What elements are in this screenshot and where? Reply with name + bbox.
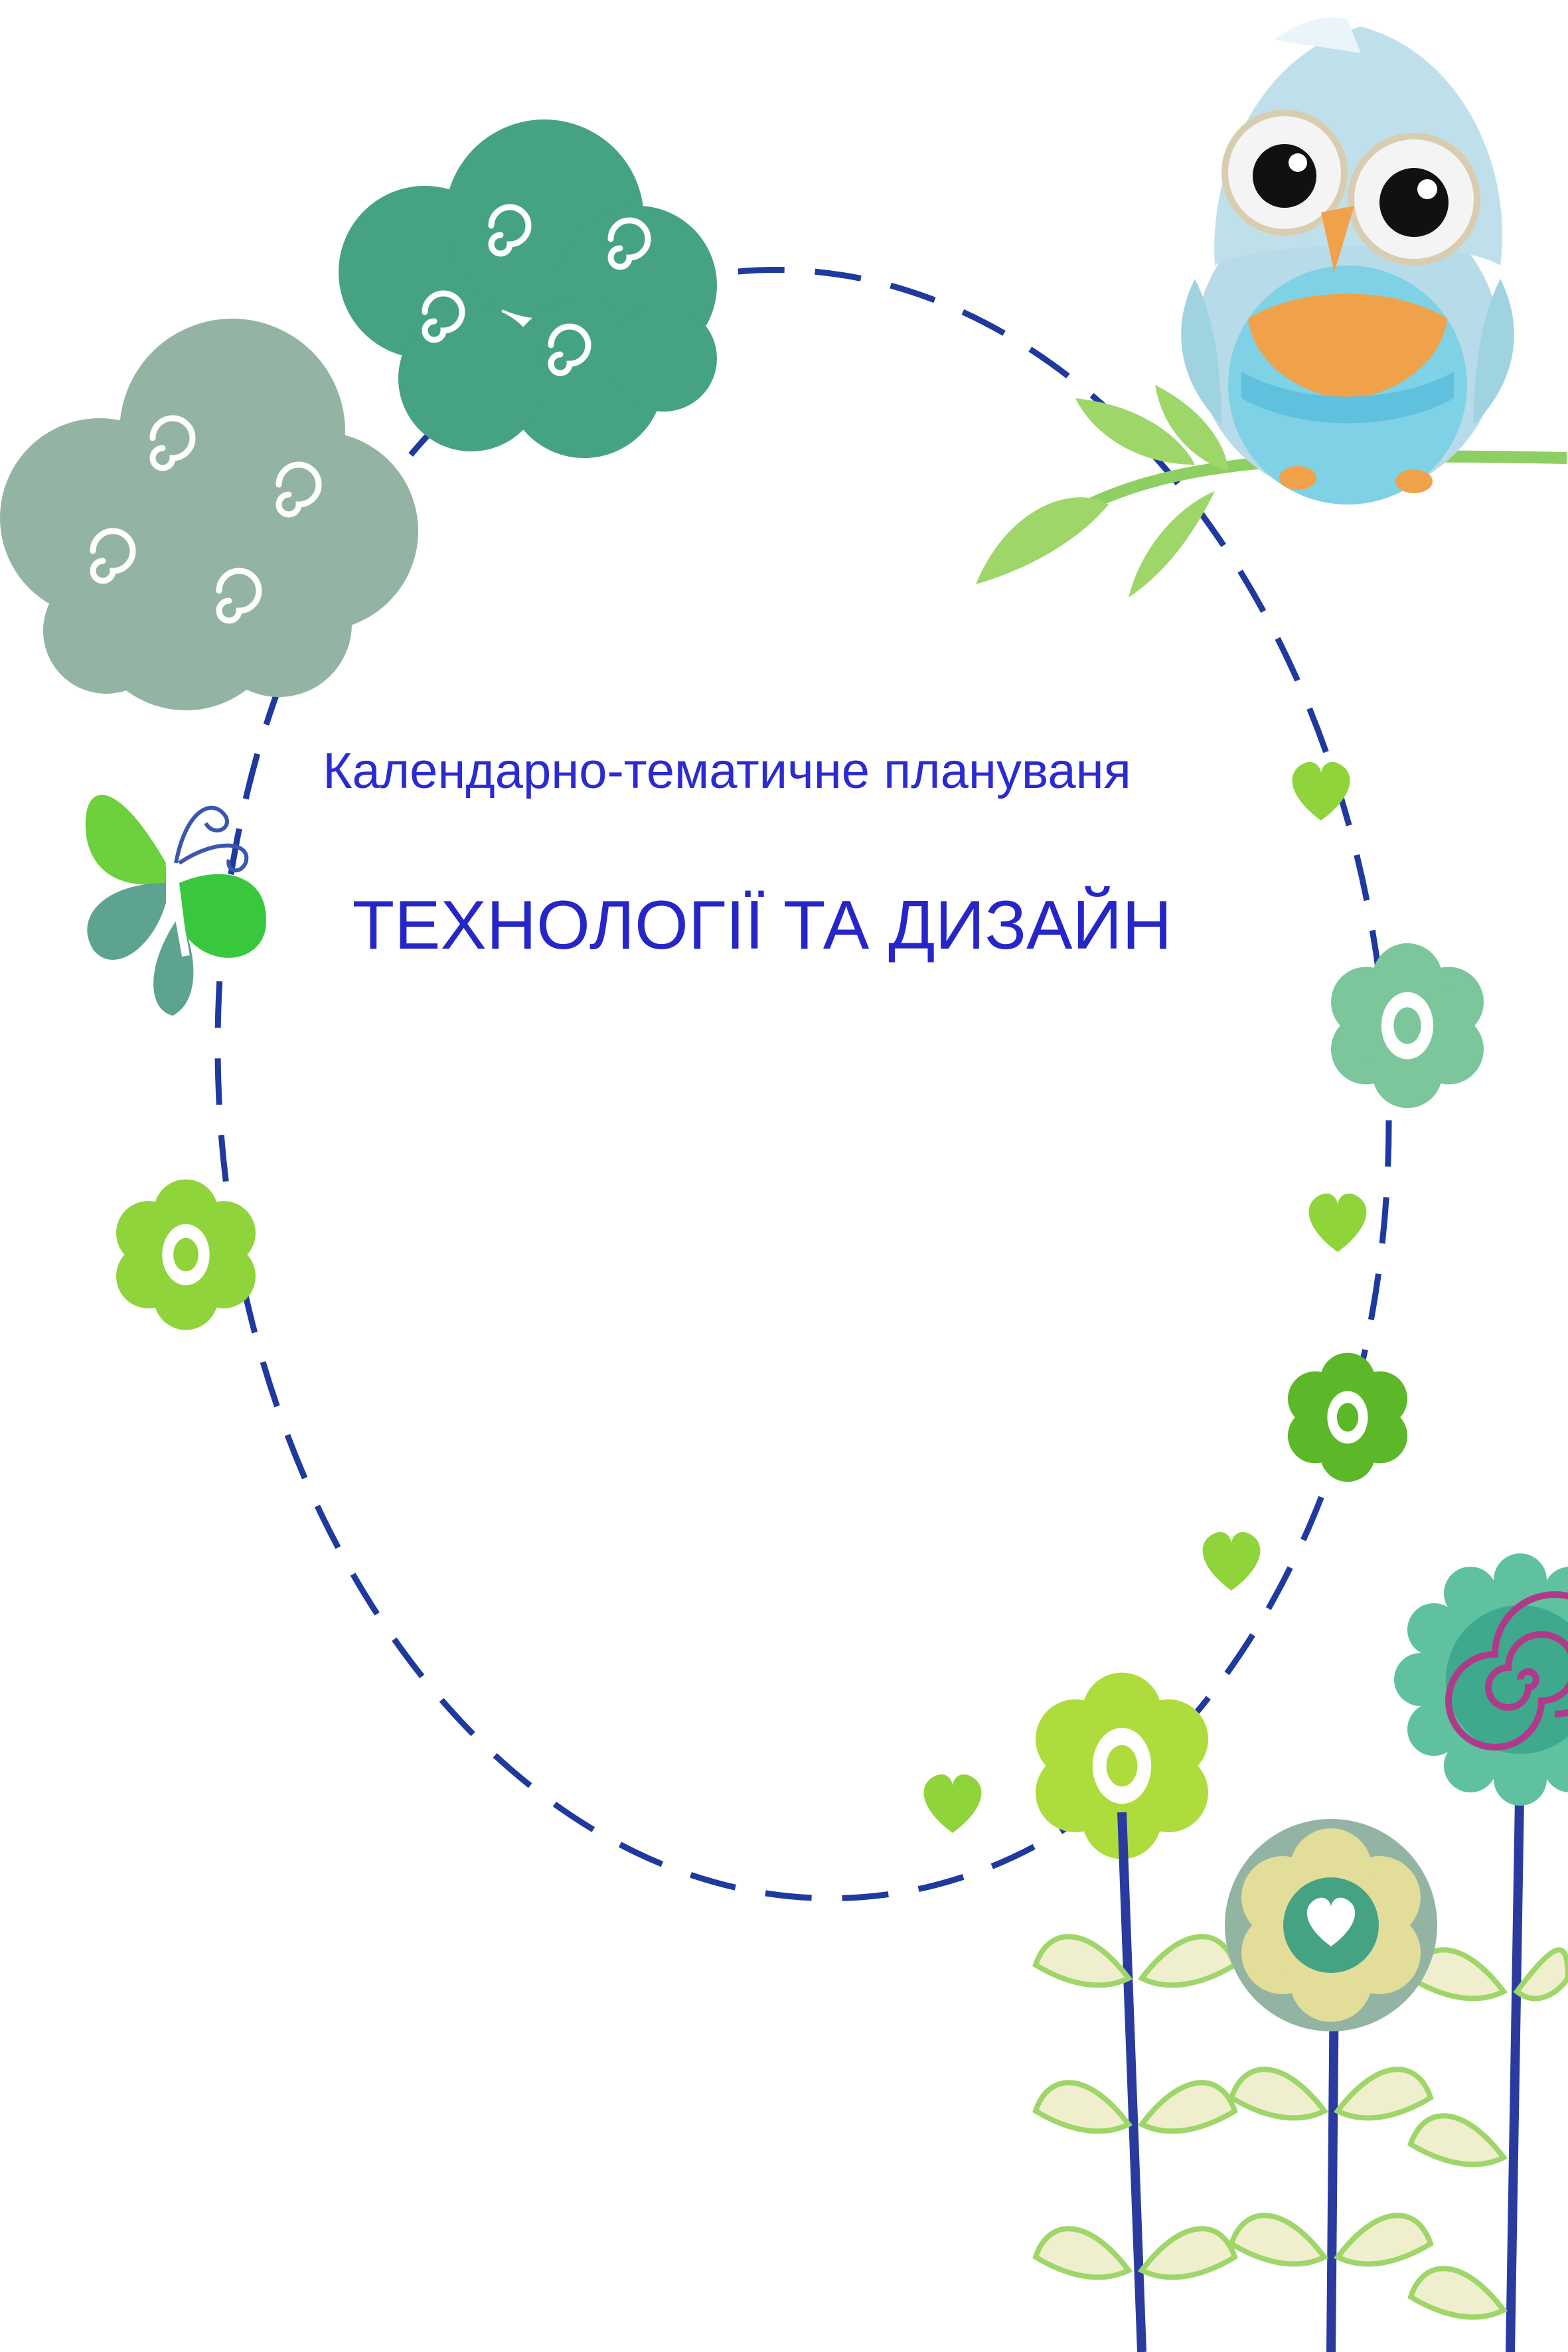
cloud-grey-swirls (90, 415, 322, 624)
spiral-flower (1394, 1553, 1568, 1806)
garden-stems (1117, 1759, 1525, 2352)
flower-bottom (1036, 1672, 1208, 1859)
heart-4 (923, 1774, 982, 1833)
owl-illustration (1181, 17, 1514, 505)
page-title: ТЕХНОЛОГІЇ ТА ДИЗАЙН (0, 886, 1568, 965)
butterfly (85, 795, 266, 1016)
flower-right-mid (1288, 1352, 1407, 1482)
cloud-teal-swirls (422, 204, 651, 376)
cloud-teal (339, 119, 717, 458)
heart-3 (1202, 1531, 1261, 1591)
garden-leaves (1032, 1934, 1568, 2320)
flower-right-top (1331, 943, 1484, 1109)
subtitle: Календарно-тематичне плануваня (0, 742, 1568, 800)
cloud-grey (0, 319, 418, 710)
medallion-flower (1225, 1819, 1437, 2031)
flower-left (116, 1179, 256, 1330)
heart-2 (1308, 1193, 1367, 1252)
subtitle-text: Календарно-тематичне плануваня (323, 743, 1131, 799)
page-title-text: ТЕХНОЛОГІЇ ТА ДИЗАЙН (352, 887, 1172, 964)
